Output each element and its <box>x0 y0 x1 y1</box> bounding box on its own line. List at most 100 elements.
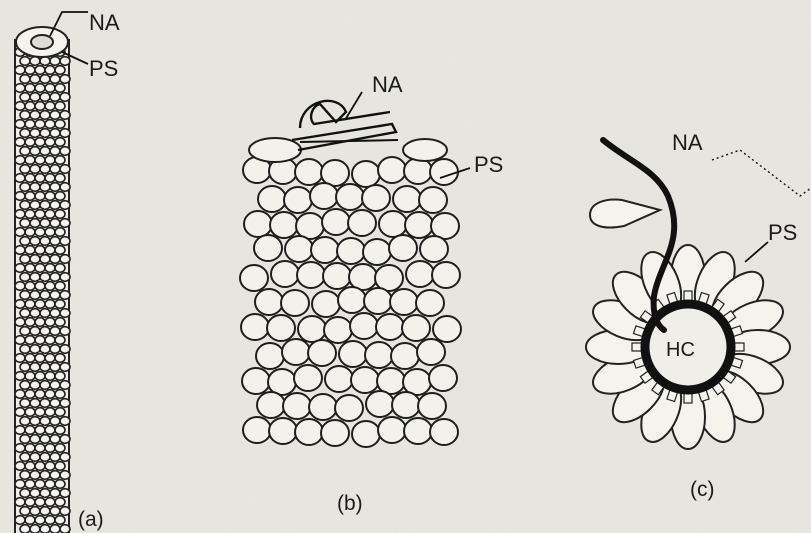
protein-subunit <box>60 381 70 390</box>
protein-subunit <box>60 201 70 210</box>
protein-subunit <box>30 165 40 174</box>
capsomere <box>348 210 376 236</box>
protein-subunit <box>45 426 55 435</box>
protein-subunit <box>35 102 45 111</box>
protein-subunit <box>45 354 55 363</box>
protein-subunit <box>25 462 35 471</box>
capsomere <box>362 185 390 211</box>
protein-subunit <box>45 246 55 255</box>
capsomere <box>392 392 420 418</box>
protein-subunit <box>60 363 70 372</box>
protein-subunit <box>35 210 45 219</box>
protein-subunit <box>30 93 40 102</box>
protein-subunit <box>35 264 45 273</box>
protein-subunit <box>55 120 65 129</box>
protein-subunit <box>50 327 60 336</box>
protein-subunit <box>35 354 45 363</box>
capsomere <box>322 209 350 235</box>
capsomere <box>267 315 295 341</box>
capsomere <box>283 393 311 419</box>
protein-subunit <box>20 219 30 228</box>
protein-subunit <box>20 417 30 426</box>
protein-subunit <box>25 264 35 273</box>
protein-subunit <box>55 480 65 489</box>
protein-subunit <box>40 453 50 462</box>
protein-subunit <box>25 390 35 399</box>
protein-subunit <box>50 237 60 246</box>
protein-subunit <box>30 309 40 318</box>
protein-subunit <box>25 228 35 237</box>
protein-subunit <box>50 399 60 408</box>
protein-subunit <box>55 210 65 219</box>
protein-subunit <box>35 300 45 309</box>
capsomere <box>242 368 270 394</box>
capsomere <box>270 212 298 238</box>
protein-subunit <box>60 219 70 228</box>
protein-subunit <box>45 102 55 111</box>
capsomere <box>418 393 446 419</box>
protein-subunit <box>20 489 30 498</box>
protein-subunit <box>35 372 45 381</box>
protein-subunit <box>45 264 55 273</box>
protein-subunit <box>45 516 55 525</box>
protein-subunit <box>55 462 65 471</box>
label-ps: PS <box>474 152 503 177</box>
protein-subunit <box>20 183 30 192</box>
capsomere <box>285 236 313 262</box>
capsomere <box>391 343 419 369</box>
protein-subunit <box>40 525 50 533</box>
protein-subunit <box>50 309 60 318</box>
protein-subunit <box>20 93 30 102</box>
protein-subunit <box>35 138 45 147</box>
capsomere <box>433 316 461 342</box>
protein-subunit <box>30 111 40 120</box>
capsomere <box>378 417 406 443</box>
capsomere <box>417 339 445 365</box>
protein-subunit <box>35 66 45 75</box>
protein-subunit <box>20 111 30 120</box>
label-hc: HC <box>666 339 695 361</box>
protein-subunit <box>40 381 50 390</box>
capsomere <box>271 261 299 287</box>
capsomere <box>352 421 380 447</box>
capsomere <box>416 290 444 316</box>
protein-subunit <box>55 264 65 273</box>
protein-subunit <box>50 255 60 264</box>
protein-subunit <box>20 147 30 156</box>
capsomere <box>254 235 282 261</box>
protein-subunit <box>55 300 65 309</box>
protein-subunit <box>15 156 25 165</box>
protein-subunit <box>50 111 60 120</box>
capsomere <box>324 317 352 343</box>
protein-subunit <box>40 273 50 282</box>
protein-subunit <box>45 480 55 489</box>
protein-subunit <box>35 282 45 291</box>
protein-subunit <box>30 489 40 498</box>
protein-subunit <box>55 426 65 435</box>
protein-subunit <box>40 111 50 120</box>
protein-subunit <box>25 408 35 417</box>
protein-subunit <box>60 345 70 354</box>
protein-subunit <box>60 57 70 66</box>
label-ps: PS <box>768 220 797 245</box>
protein-subunit <box>60 129 70 138</box>
capsomere <box>429 365 457 391</box>
protein-subunit <box>25 282 35 291</box>
protein-subunit <box>60 273 70 282</box>
capsomere <box>244 211 272 237</box>
capsomere <box>339 341 367 367</box>
helical-rod <box>15 40 70 533</box>
protein-subunit <box>20 309 30 318</box>
protein-subunit <box>30 471 40 480</box>
protein-subunit <box>40 435 50 444</box>
capsomere <box>338 287 366 313</box>
protein-subunit <box>50 471 60 480</box>
protein-subunit <box>35 480 45 489</box>
protein-subunit <box>50 129 60 138</box>
protein-subunit <box>40 237 50 246</box>
protein-subunit <box>15 138 25 147</box>
capsomere <box>294 365 322 391</box>
protein-subunit <box>45 444 55 453</box>
protein-subunit <box>35 84 45 93</box>
capsomere <box>351 367 379 393</box>
